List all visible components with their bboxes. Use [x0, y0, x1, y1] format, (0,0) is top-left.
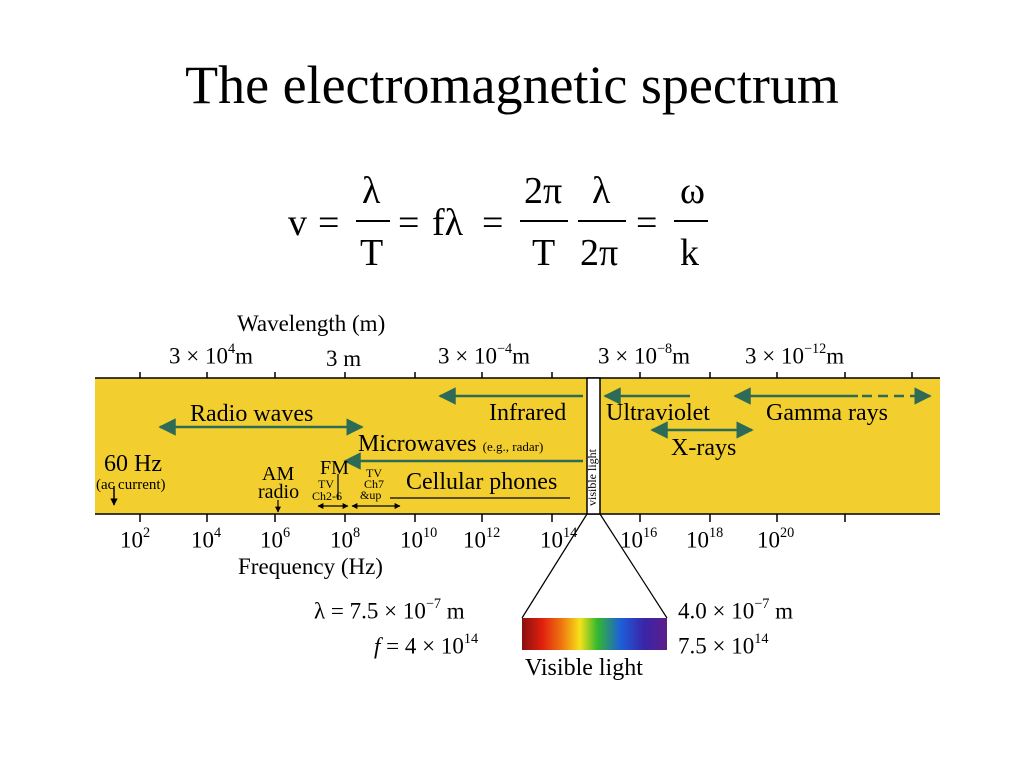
frequency-tick-label: 1018 — [686, 525, 724, 553]
frequency-tick-label: 1012 — [463, 525, 501, 553]
frequency-tick-label: 102 — [120, 525, 151, 553]
microwaves-label: Microwaves (e.g., radar) — [358, 431, 544, 457]
visible-light-caption: Visible light — [525, 655, 643, 681]
wavelength-tick-label: 3 × 104m — [169, 341, 253, 369]
ultraviolet-label: Ultraviolet — [606, 400, 710, 426]
wavelength-tick-label: 3 m — [326, 346, 362, 371]
fraction-bar — [356, 220, 390, 222]
frequency-tick-label: 104 — [191, 525, 222, 553]
frequency-tick-label: 1020 — [757, 525, 795, 553]
wavelength-tick-marks — [139, 372, 913, 378]
radio-waves-label: Radio waves — [190, 401, 314, 427]
sixty-hz-label: 60 Hz — [104, 451, 162, 477]
formula-two-pi: 2π — [580, 232, 619, 274]
spectrum-svg — [95, 372, 940, 650]
fraction-bar — [520, 220, 568, 222]
visible-expand-right — [599, 513, 668, 619]
visible-lambda-short: 4.0 × 10−7 m — [678, 596, 794, 624]
and-up-label: &up — [360, 488, 382, 502]
infrared-label: Infrared — [489, 400, 567, 426]
formula-f-lambda: fλ — [432, 202, 464, 244]
formula-equals: = — [398, 202, 420, 244]
spectrum-band — [95, 378, 940, 514]
ac-current-label: (ac current) — [96, 477, 166, 493]
formula-omega: ω — [680, 170, 706, 212]
tv-label: TV — [318, 477, 334, 491]
wavelength-tick-label: 3 × 10−8m — [598, 341, 691, 369]
fraction-bar — [578, 220, 626, 222]
formula-v: v — [288, 202, 307, 244]
wavelength-tick-label: 3 × 10−12m — [745, 341, 845, 369]
visible-expand-left — [521, 513, 588, 619]
tv-label: TV — [366, 466, 382, 480]
formula-equals: = — [318, 202, 340, 244]
fm-label: FM — [320, 457, 349, 479]
formula-lambda: λ — [362, 170, 381, 212]
am-radio-label: radio — [258, 481, 300, 503]
frequency-axis-label: Frequency (Hz) — [238, 554, 383, 579]
gamma-rays-label: Gamma rays — [766, 400, 888, 426]
visible-strip — [586, 377, 601, 515]
am-label: AM — [262, 463, 295, 485]
frequency-tick-label: 1014 — [540, 525, 578, 553]
visible-spectrum-bar — [522, 618, 667, 650]
spectrum-diagram: Wavelength (m) 3 × 104m 3 m 3 × 10−4m 3 … — [0, 300, 1024, 700]
frequency-tick-label: 1016 — [620, 525, 658, 553]
wavelength-tick-label: 3 × 10−4m — [438, 341, 531, 369]
page-title: The electromagnetic spectrum — [185, 55, 839, 115]
formula-period: T — [532, 232, 556, 274]
frequency-tick-marks — [139, 514, 846, 522]
formula-equals: = — [482, 202, 504, 244]
formula-period: T — [360, 232, 384, 274]
wave-speed-formula: v = λ T = fλ = 2π T λ 2π = ω k — [280, 168, 740, 278]
channel-7-label: Ch7 — [364, 477, 385, 491]
channel-2-6-label: Ch2-6 — [312, 489, 342, 503]
x-rays-label: X-rays — [671, 435, 737, 461]
frequency-tick-label: 108 — [330, 525, 361, 553]
visible-frequency-low: f = 4 × 1014 — [374, 631, 479, 659]
fraction-bar — [674, 220, 708, 222]
visible-lambda-long: λ = 7.5 × 10−7 m — [314, 596, 465, 624]
formula-equals: = — [636, 202, 658, 244]
formula-wavenumber: k — [680, 232, 699, 274]
formula-two-pi: 2π — [524, 170, 563, 212]
wavelength-axis-label: Wavelength (m) — [237, 311, 386, 336]
frequency-tick-label: 106 — [260, 525, 291, 553]
cellular-phones-label: Cellular phones — [406, 469, 558, 495]
formula-lambda: λ — [592, 170, 611, 212]
frequency-tick-label: 1010 — [400, 525, 438, 553]
visible-frequency-high: 7.5 × 1014 — [678, 631, 769, 659]
visible-light-vertical-label: visible light — [585, 449, 599, 506]
